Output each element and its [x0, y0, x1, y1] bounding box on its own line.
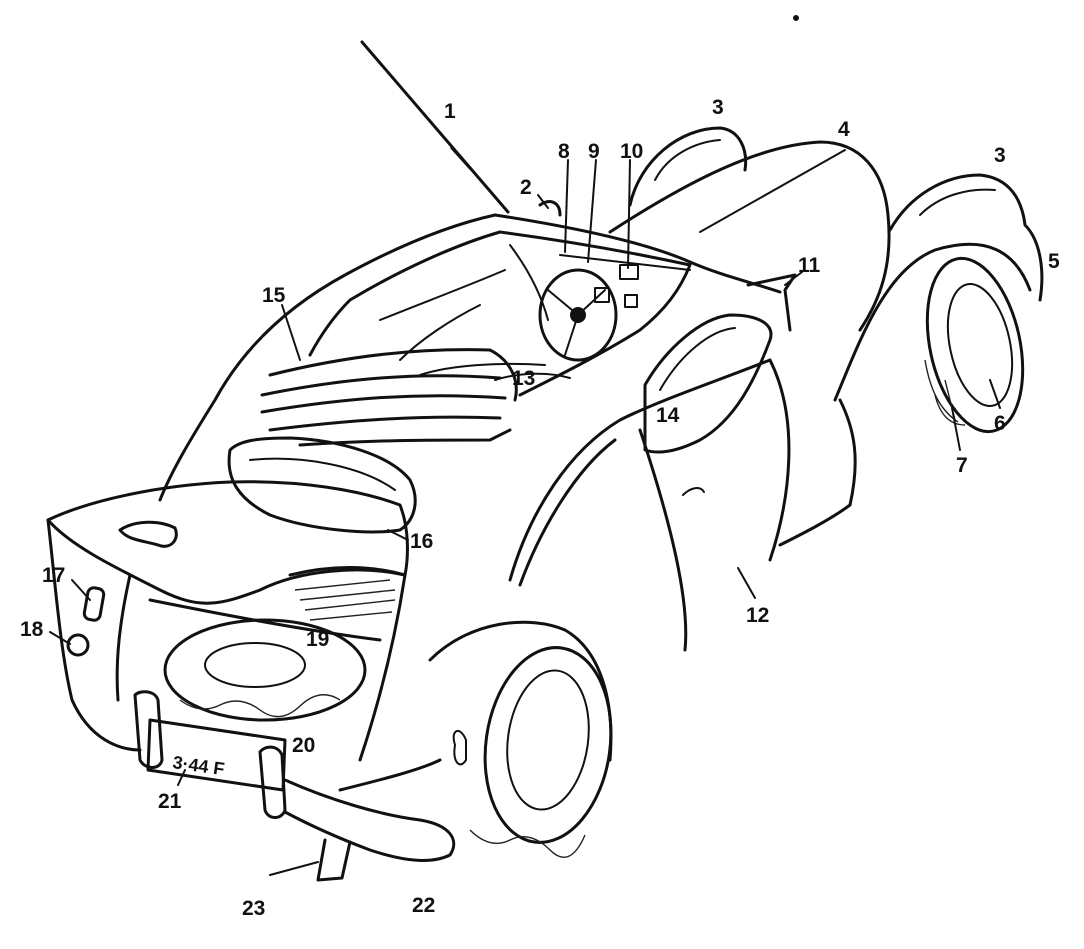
antenna — [360, 40, 510, 214]
front-fender-left — [628, 126, 748, 207]
front-fender-right — [833, 173, 1044, 402]
front-wheel — [924, 256, 1025, 434]
callout-7: 7 — [956, 454, 968, 477]
callout-10: 10 — [620, 140, 643, 163]
leader-lines — [49, 159, 1001, 876]
rear-body — [46, 518, 442, 792]
callout-14: 14 — [656, 404, 680, 427]
callout-20: 20 — [292, 734, 315, 757]
rear-view-wing — [746, 273, 797, 332]
callout-19: 19 — [306, 628, 329, 651]
callout-8: 8 — [558, 140, 570, 163]
callout-3-right: 3 — [994, 144, 1006, 167]
callout-labels: 1 2 3 4 3 5 8 9 10 11 6 7 15 13 14 16 12… — [20, 96, 1060, 920]
callout-23: 23 — [242, 897, 265, 920]
rear-window — [227, 436, 417, 534]
callout-18: 18 — [20, 618, 44, 641]
callout-6: 6 — [994, 412, 1006, 435]
callout-11: 11 — [798, 254, 821, 277]
callout-16: 16 — [410, 530, 433, 553]
callout-17: 17 — [42, 564, 65, 587]
callout-15: 15 — [262, 284, 286, 307]
exhaust-pipe — [316, 838, 352, 882]
callout-1: 1 — [444, 100, 456, 123]
callout-3-left: 3 — [712, 96, 724, 119]
rear-door — [508, 358, 857, 652]
callout-9: 9 — [588, 140, 600, 163]
license-plate: 3·44 F — [146, 718, 287, 792]
rear-wheel — [428, 620, 613, 858]
ink-speck — [793, 15, 799, 21]
reflector — [66, 633, 90, 657]
callout-22: 22 — [412, 894, 435, 917]
callout-5: 5 — [1048, 250, 1060, 273]
callout-13: 13 — [512, 367, 535, 390]
roof-and-body — [158, 213, 782, 502]
side-window — [643, 313, 773, 454]
callout-4: 4 — [838, 118, 850, 141]
callout-21: 21 — [158, 790, 182, 813]
callout-2: 2 — [520, 176, 532, 199]
folded-sunroof — [260, 348, 518, 447]
tail-lamp — [82, 586, 106, 622]
trunk-lid — [46, 480, 409, 605]
rear-seat — [419, 362, 571, 381]
steering-wheel — [538, 268, 618, 362]
side-mirror — [538, 200, 562, 217]
spare-wheel — [163, 618, 367, 722]
callout-12: 12 — [746, 604, 769, 627]
hood — [608, 140, 891, 332]
rear-bumper — [133, 690, 456, 862]
